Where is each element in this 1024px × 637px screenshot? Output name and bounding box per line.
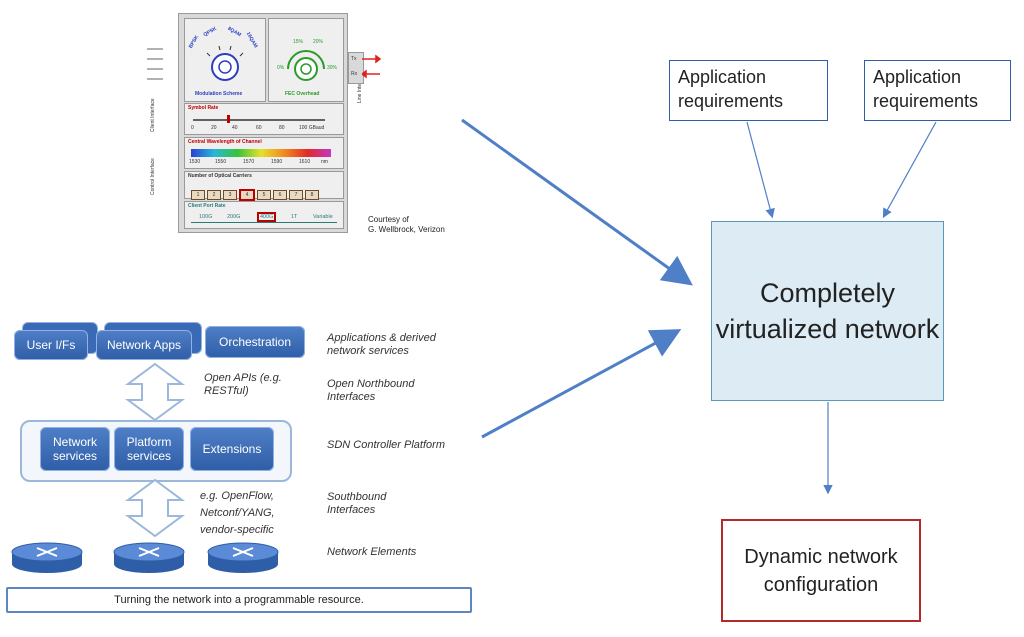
fec-label-0: 0% <box>277 65 285 71</box>
symbol-rate-scale <box>193 115 325 123</box>
wl-tick-nm: nm <box>321 159 328 165</box>
wavelength-panel: Central Wavelength of Channel 1530 1550 … <box>184 137 344 169</box>
user-ifs-box: User I/Fs <box>14 330 88 360</box>
carriers-title: Number of Optical Carriers <box>188 173 252 179</box>
symbol-tick-60: 60 <box>256 125 262 131</box>
wl-tick-1610: 1610 <box>299 159 311 165</box>
fec-dial-icon <box>287 50 325 81</box>
port-rate-panel: Client Port Rate 100G 200G 400G 1T Varia… <box>184 201 344 229</box>
applications-layer-label: Applications & derived network services <box>327 332 436 357</box>
carrier-cell-5: 5 <box>257 190 271 200</box>
fec-panel: 15% 20% 0% 30% FEC Overhead <box>268 18 344 102</box>
platform-services-box: Platform services <box>114 427 184 471</box>
txrx-block: Tx Rx <box>348 52 364 84</box>
modulation-dial-icon <box>206 45 244 81</box>
application-requirements-left-box: Application requirements <box>669 60 828 121</box>
courtesy-line-2: G. Wellbrock, Verizon <box>368 225 445 234</box>
carrier-cell-1: 1 <box>191 190 205 200</box>
wl-tick-1570: 1570 <box>243 159 255 165</box>
port-rate-400g-selected: 400G <box>257 212 277 222</box>
client-port-arrows-icon <box>147 48 163 80</box>
symbol-tick-100: 100 GBaud <box>299 125 325 131</box>
symbol-tick-40: 40 <box>232 125 238 131</box>
courtesy-line-1: Courtesy of <box>368 215 409 224</box>
extensions-box: Extensions <box>190 427 274 471</box>
virtualized-network-box: Completely virtualized network <box>711 221 944 401</box>
elements-layer-label: Network Elements <box>327 546 417 558</box>
sdn-caption: Turning the network into a programmable … <box>6 587 472 613</box>
southbound-layer-label: Southbound Interfaces <box>327 491 387 516</box>
arrow-transceiver-to-network <box>461 118 693 286</box>
port-rate-variable: Variable <box>313 214 333 220</box>
controller-layer-label: SDN Controller Platform <box>327 439 445 451</box>
symbol-rate-title: Symbol Rate <box>188 105 219 111</box>
modulation-title: Modulation Scheme <box>195 91 243 97</box>
network-apps-box: Network Apps <box>96 330 192 360</box>
carrier-cell-2: 2 <box>207 190 221 200</box>
transceiver-panel: BPSK QPSK 8QAM 16QAM Modulation Scheme 1… <box>178 13 348 233</box>
arrow-req-right-to-network <box>882 121 937 219</box>
port-rate-1t: 1T <box>291 214 298 220</box>
symbol-tick-80: 80 <box>279 125 285 131</box>
txrx-arrows-icon <box>362 54 382 79</box>
northbound-layer-label: Open Northbound Interfaces <box>327 378 415 403</box>
network-services-box: Network services <box>40 427 110 471</box>
rx-label: Rx <box>351 71 358 77</box>
arrow-req-left-to-network <box>746 121 775 219</box>
carrier-cell-6: 6 <box>273 190 287 200</box>
fec-label-30: 30% <box>327 65 338 71</box>
port-rate-200g: 200G <box>227 214 241 220</box>
wl-tick-1590: 1590 <box>271 159 283 165</box>
southbound-apis-label: e.g. OpenFlow, Netconf/YANG, vendor-spec… <box>200 490 275 536</box>
southbound-double-arrow-icon <box>124 478 186 538</box>
wavelength-spectrum <box>191 149 331 157</box>
wl-tick-1530: 1530 <box>189 159 201 165</box>
fec-title: FEC Overhead <box>285 91 320 97</box>
arrow-sdn-to-network <box>481 329 682 439</box>
port-rate-line <box>191 222 337 223</box>
symbol-tick-0: 0 <box>191 125 194 131</box>
courtesy-note: Courtesy of G. Wellbrock, Verizon <box>368 215 445 235</box>
open-apis-label: Open APIs (e.g. RESTful) <box>204 372 282 397</box>
carrier-cell-7: 7 <box>289 190 303 200</box>
carrier-cell-4-selected: 4 <box>239 189 255 201</box>
fec-label-15: 15% <box>293 39 304 45</box>
modulation-panel: BPSK QPSK 8QAM 16QAM Modulation Scheme <box>184 18 266 102</box>
application-requirements-right-box: Application requirements <box>864 60 1011 121</box>
tx-label: Tx <box>351 56 357 62</box>
carrier-cell-8: 8 <box>305 190 319 200</box>
wl-tick-1550: 1550 <box>215 159 227 165</box>
symbol-tick-20: 20 <box>211 125 217 131</box>
router-icon <box>207 542 279 573</box>
port-rate-title: Client Port Rate <box>188 203 226 209</box>
router-icon <box>113 542 185 573</box>
carrier-cell-3: 3 <box>223 190 237 200</box>
router-icon <box>11 542 83 573</box>
symbol-rate-panel: Symbol Rate 0 20 40 60 80 100 GBaud <box>184 103 344 135</box>
wavelength-title: Central Wavelength of Channel <box>188 139 262 145</box>
fec-label-20: 20% <box>313 39 324 45</box>
dynamic-configuration-box: Dynamic network configuration <box>721 519 921 622</box>
orchestration-box: Orchestration <box>205 326 305 358</box>
port-rate-100g: 100G <box>199 214 213 220</box>
